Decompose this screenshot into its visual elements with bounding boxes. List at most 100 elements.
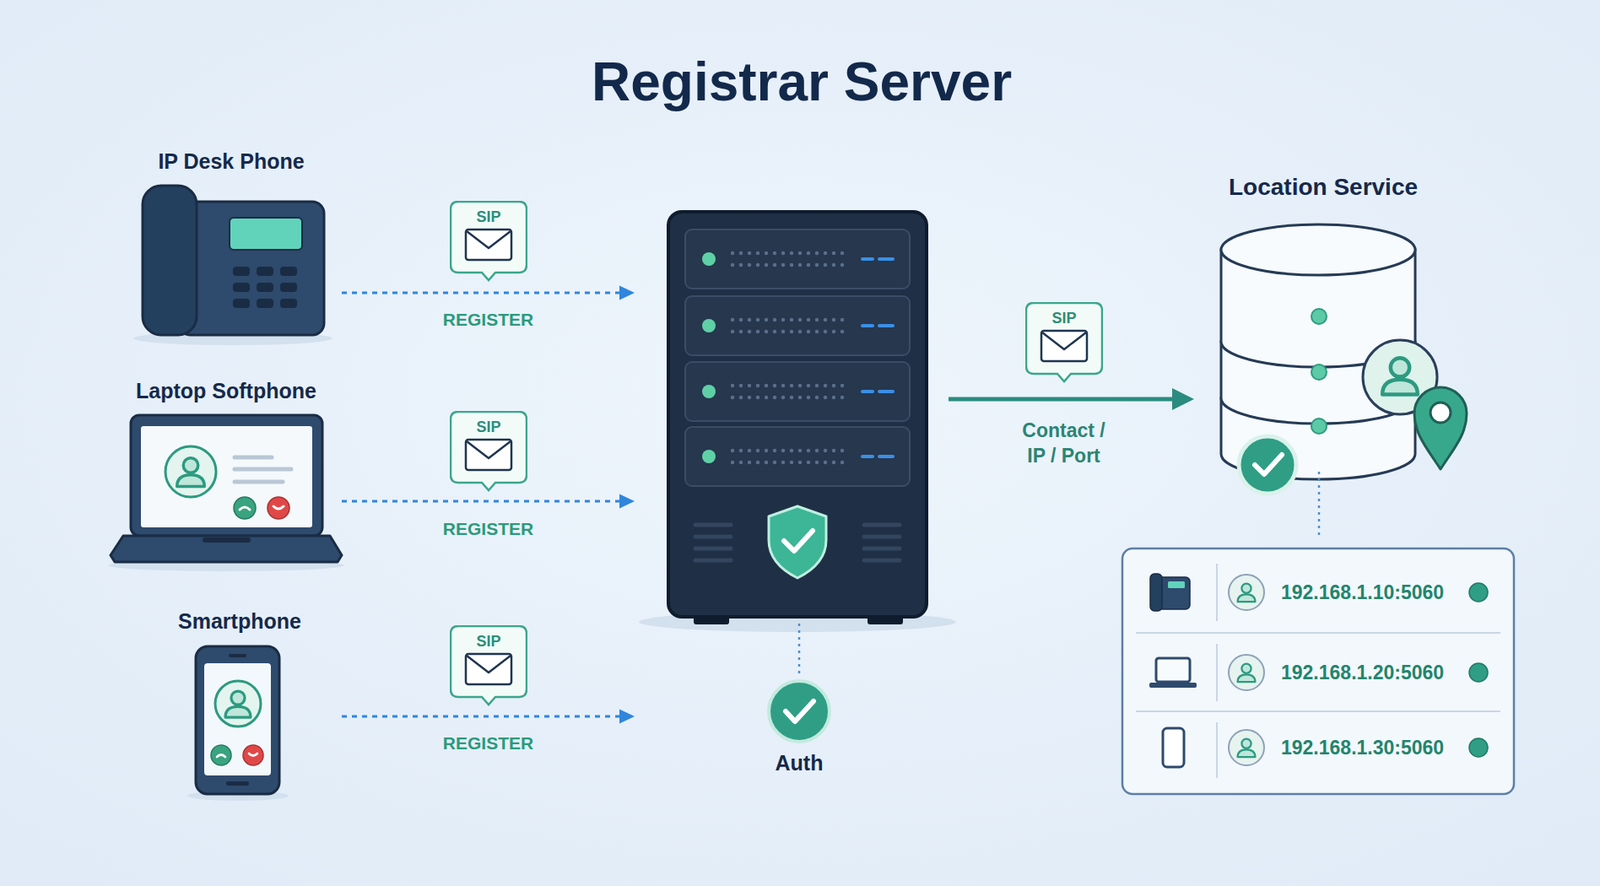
smartphone-screen — [204, 663, 271, 776]
server-title: Registrar Server — [421, 47, 1182, 118]
person-icon — [1237, 664, 1256, 683]
server-slot — [685, 229, 910, 289]
edge-label: REGISTER — [395, 517, 582, 541]
location-pin-hole — [1430, 402, 1451, 423]
vent-dots — [732, 395, 851, 400]
auth-badge — [768, 681, 830, 742]
keypad-key — [232, 282, 250, 292]
user-avatar — [1228, 729, 1265, 766]
speaker-slot — [228, 654, 247, 658]
vent-dots — [732, 329, 851, 335]
edge-label: REGISTER — [395, 731, 582, 755]
connector-line — [341, 715, 626, 719]
person-icon — [177, 458, 206, 487]
protocol-tag: SIP — [454, 417, 523, 438]
smartphone-body — [195, 646, 280, 795]
edge-label: REGISTER — [395, 308, 582, 331]
text-line — [234, 467, 292, 472]
database-top — [1221, 224, 1416, 276]
node-box: Registrar Server — [668, 211, 927, 617]
laptop-base — [110, 535, 342, 563]
connector — [948, 388, 1195, 411]
connector — [799, 623, 800, 678]
status-led — [702, 384, 716, 399]
keypad-key — [280, 298, 298, 309]
check-mark — [783, 530, 813, 552]
hangup-button — [267, 497, 290, 519]
avatar-circle — [165, 446, 217, 498]
online-dot — [1469, 663, 1488, 682]
sip-message-icon — [450, 411, 527, 491]
smartphone-mini — [1162, 728, 1184, 768]
laptop-lid — [130, 415, 323, 536]
keypad-key — [232, 266, 250, 276]
arrow-head — [1172, 388, 1195, 411]
activity-light — [862, 257, 873, 261]
vent-line — [864, 523, 900, 528]
connector-line — [341, 291, 626, 295]
desk-phone-mini-handset — [1150, 573, 1163, 611]
protocol-tag: SIP — [454, 207, 523, 228]
node-box: Laptop Softphone — [105, 378, 334, 574]
connector-line — [798, 623, 801, 678]
online-dot — [1469, 583, 1488, 602]
connector — [341, 286, 635, 301]
home-bar — [226, 781, 249, 786]
database-led — [1311, 418, 1327, 434]
row-separator — [1135, 710, 1501, 713]
node-label: Auth — [706, 749, 892, 778]
node-box: IP Desk Phone — [135, 148, 334, 341]
status-led — [702, 252, 716, 266]
online-dot — [1469, 738, 1488, 757]
server-slot — [685, 362, 910, 422]
status-led — [702, 449, 716, 464]
desk-phone-base — [178, 201, 325, 336]
check-mark — [785, 701, 814, 722]
vent-dots — [732, 263, 851, 268]
hangup-glyph — [248, 753, 258, 757]
hangup-button — [243, 745, 264, 766]
vent-line — [695, 523, 731, 528]
check-mark — [1254, 454, 1282, 475]
column-divider — [1216, 563, 1218, 622]
person-icon — [1237, 739, 1256, 758]
sip-message-icon — [450, 626, 527, 705]
user-avatar — [1228, 654, 1265, 691]
text-line — [234, 480, 283, 485]
connector — [341, 709, 635, 725]
person-icon — [1382, 357, 1418, 395]
person-icon — [225, 691, 251, 718]
arrow-head — [619, 286, 635, 301]
database-led — [1311, 364, 1327, 380]
contact-address: 192.168.1.10:5060 — [1281, 579, 1471, 606]
laptop-notch — [202, 537, 251, 543]
arrow-head — [619, 709, 635, 725]
node-label: Smartphone — [113, 607, 367, 636]
activity-light — [862, 389, 873, 394]
node-label: Location Service — [1145, 172, 1501, 203]
status-check — [1238, 436, 1297, 494]
activity-light — [862, 324, 873, 328]
hangup-glyph — [273, 506, 284, 509]
keypad-key — [256, 266, 274, 276]
activity-light — [879, 257, 893, 261]
call-glyph — [216, 755, 226, 758]
keypad-key — [256, 282, 274, 292]
sip-message-icon — [1026, 302, 1103, 382]
server-slot — [685, 296, 910, 356]
server-body — [668, 211, 927, 617]
activity-light — [862, 454, 873, 459]
call-button — [233, 497, 256, 519]
desk-phone-mini-screen — [1167, 581, 1185, 589]
node-label: IP Desk Phone — [87, 147, 375, 176]
column-divider — [1216, 722, 1218, 779]
database-led — [1311, 308, 1327, 325]
laptop-mini-screen — [1156, 658, 1190, 682]
activity-light — [879, 454, 893, 459]
keypad-key — [280, 266, 298, 276]
vent-line — [695, 558, 731, 563]
call-button — [210, 745, 232, 766]
sip-message-icon — [450, 201, 527, 281]
